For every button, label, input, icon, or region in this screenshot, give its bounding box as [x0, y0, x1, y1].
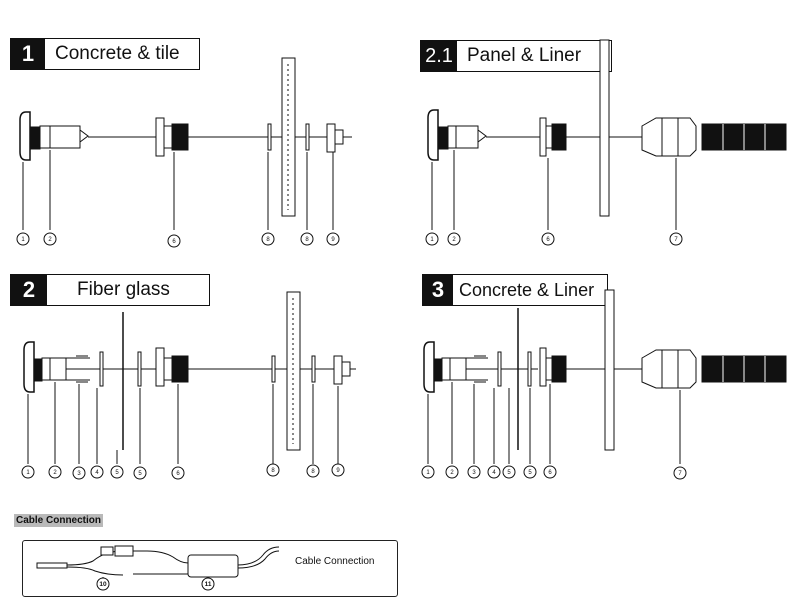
callout-number: 1 [430, 237, 434, 243]
panel-title: 2 Fiber glass [10, 274, 210, 306]
callout-marker [171, 466, 185, 480]
callout-marker [331, 463, 345, 477]
cable-diagram: 10 11 [36, 545, 280, 591]
callout-number: 5 [528, 470, 532, 476]
callout-number: 3 [472, 470, 476, 476]
callout-marker [326, 232, 340, 246]
cable-caption: Cable Connection [295, 556, 375, 567]
panel-title: 2.1 Panel & Liner [420, 40, 612, 72]
panel-title: 1 Concrete & tile [10, 38, 200, 70]
callout-marker [21, 465, 35, 479]
callout-marker [261, 232, 275, 246]
callout-number: 9 [331, 237, 335, 243]
panel-concrete-tile: 1 Concrete & tile [0, 0, 400, 260]
callout-marker [90, 465, 104, 479]
callout-marker [266, 463, 280, 477]
callout-number: 2 [450, 470, 454, 476]
callout-marker [523, 465, 537, 479]
callout-number: 5 [115, 470, 119, 476]
callout-marker [447, 232, 461, 246]
callout-marker [16, 232, 30, 246]
callout-number: 5 [507, 470, 511, 476]
panel-title-text: Concrete & Liner [459, 279, 595, 300]
callout-marker [167, 234, 181, 248]
assembly-diagram: 1 2 6 8 8 9 [16, 57, 352, 248]
callout-number: 8 [266, 237, 270, 243]
callout-number: 10 [99, 581, 107, 588]
callout-number: 6 [176, 471, 180, 477]
callout-number: 1 [426, 470, 430, 476]
panel-title-text: Fiber glass [77, 279, 170, 300]
callout-marker [110, 465, 124, 479]
callout-marker [502, 465, 516, 479]
cable-section-label: Cable Connection [14, 514, 104, 527]
callout-marker [300, 232, 314, 246]
panel-panel-liner: 2.1 Panel & Liner [400, 0, 800, 260]
callout-number: 4 [95, 470, 99, 476]
callout-number: 2 [53, 470, 57, 476]
callout-number: 11 [205, 581, 212, 588]
callout-marker [421, 465, 435, 479]
assembly-diagram: 1 2 3 4 5 5 6 7 [421, 289, 787, 480]
callout-marker [201, 577, 215, 591]
cable-connection-box: 10 11 Cable Connection [22, 540, 398, 597]
callout-number: 8 [311, 469, 315, 475]
panel-number: 1 [11, 39, 45, 69]
callout-marker [72, 466, 86, 480]
callout-number: 6 [546, 237, 550, 243]
callout-marker [133, 466, 147, 480]
callout-number: 5 [138, 471, 142, 477]
callout-marker [673, 466, 687, 480]
callout-marker [306, 464, 320, 478]
callout-number: 1 [21, 237, 25, 243]
callout-number: 2 [48, 237, 52, 243]
callout-number: 7 [678, 471, 682, 477]
callout-marker [43, 232, 57, 246]
panel-number: 3 [423, 275, 453, 305]
callout-marker [543, 465, 557, 479]
callout-number: 6 [548, 470, 552, 476]
callout-number: 7 [674, 237, 678, 243]
callout-number: 6 [172, 239, 176, 245]
callout-marker [541, 232, 555, 246]
assembly-diagram: 1 2 6 7 [425, 39, 787, 246]
callout-marker [487, 465, 501, 479]
callout-number: 2 [452, 237, 456, 243]
callout-number: 8 [271, 468, 275, 474]
callout-marker [48, 465, 62, 479]
callout-marker [96, 577, 110, 591]
panel-title: 3 Concrete & Liner [422, 274, 608, 306]
panel-title-text: Panel & Liner [467, 45, 582, 66]
panel-number: 2 [11, 275, 47, 305]
callout-marker [425, 232, 439, 246]
callout-number: 4 [492, 470, 496, 476]
callout-marker [467, 465, 481, 479]
callout-number: 9 [336, 468, 340, 474]
panel-fiber-glass: 2 Fiber glass [0, 260, 400, 500]
callout-markers [16, 232, 340, 248]
callout-number: 1 [26, 470, 30, 476]
panel-title-text: Concrete & tile [55, 43, 180, 64]
callout-marker [445, 465, 459, 479]
callout-number: 3 [77, 471, 81, 477]
panel-concrete-liner: 3 Concrete & Liner [400, 260, 800, 500]
panel-number: 2.1 [421, 41, 457, 71]
callout-number: 8 [305, 237, 309, 243]
assembly-diagram: 1 2 3 4 5 5 6 8 8 9 [21, 291, 356, 480]
callout-marker [669, 232, 683, 246]
